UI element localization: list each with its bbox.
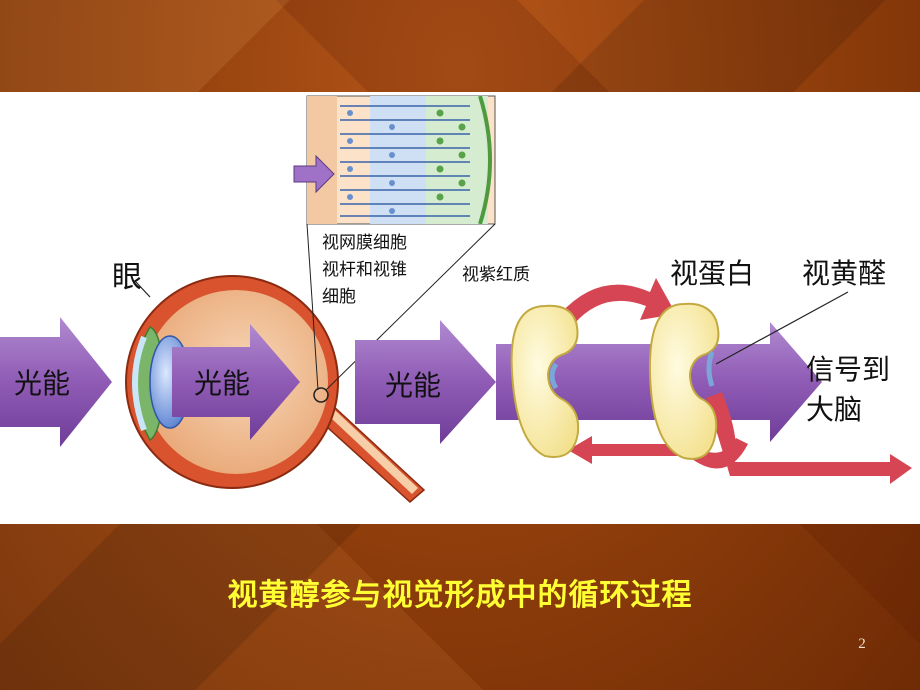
page-number: 2 [858,636,866,652]
eye-label: 眼 [112,260,142,295]
retinal-label: 视黄醛 [802,257,887,290]
rhodopsin-cell [510,304,580,458]
retina-cells-label: 视网膜细胞 视杆和视锥 细胞 [322,230,407,311]
slide-caption: 视黄醇参与视觉形成中的循环过程 [227,578,693,613]
light-energy-label-3: 光能 [385,369,442,402]
diagram-graphics [0,95,912,503]
opsin-label: 视蛋白 [670,257,755,290]
retina-inset [293,95,496,391]
cycle-arrows [560,278,912,484]
eye-pointer [135,281,151,298]
eye-illustration [125,275,426,503]
retina-cells-line-1: 视网膜细胞 [322,233,407,253]
rhodopsin-label: 视紫红质 [462,265,530,285]
light-energy-label-1: 光能 [14,367,71,400]
opsin-cell [648,302,720,460]
light-arrow-left [0,317,112,447]
visual-cycle-diagram: 眼 视网膜细胞 视杆和视锥 细胞 视紫红质 视蛋白 视黄醛 光能 光能 光能 信… [0,92,920,524]
retinal-pointer [715,291,849,365]
signal-line-2: 大脑 [806,393,863,426]
light-energy-label-2: 光能 [194,367,251,400]
signal-label: 信号到 大脑 [806,350,890,430]
retina-cells-line-3: 细胞 [322,287,356,307]
signal-line-1: 信号到 [806,353,891,386]
retina-cells-line-2: 视杆和视锥 [322,260,407,280]
